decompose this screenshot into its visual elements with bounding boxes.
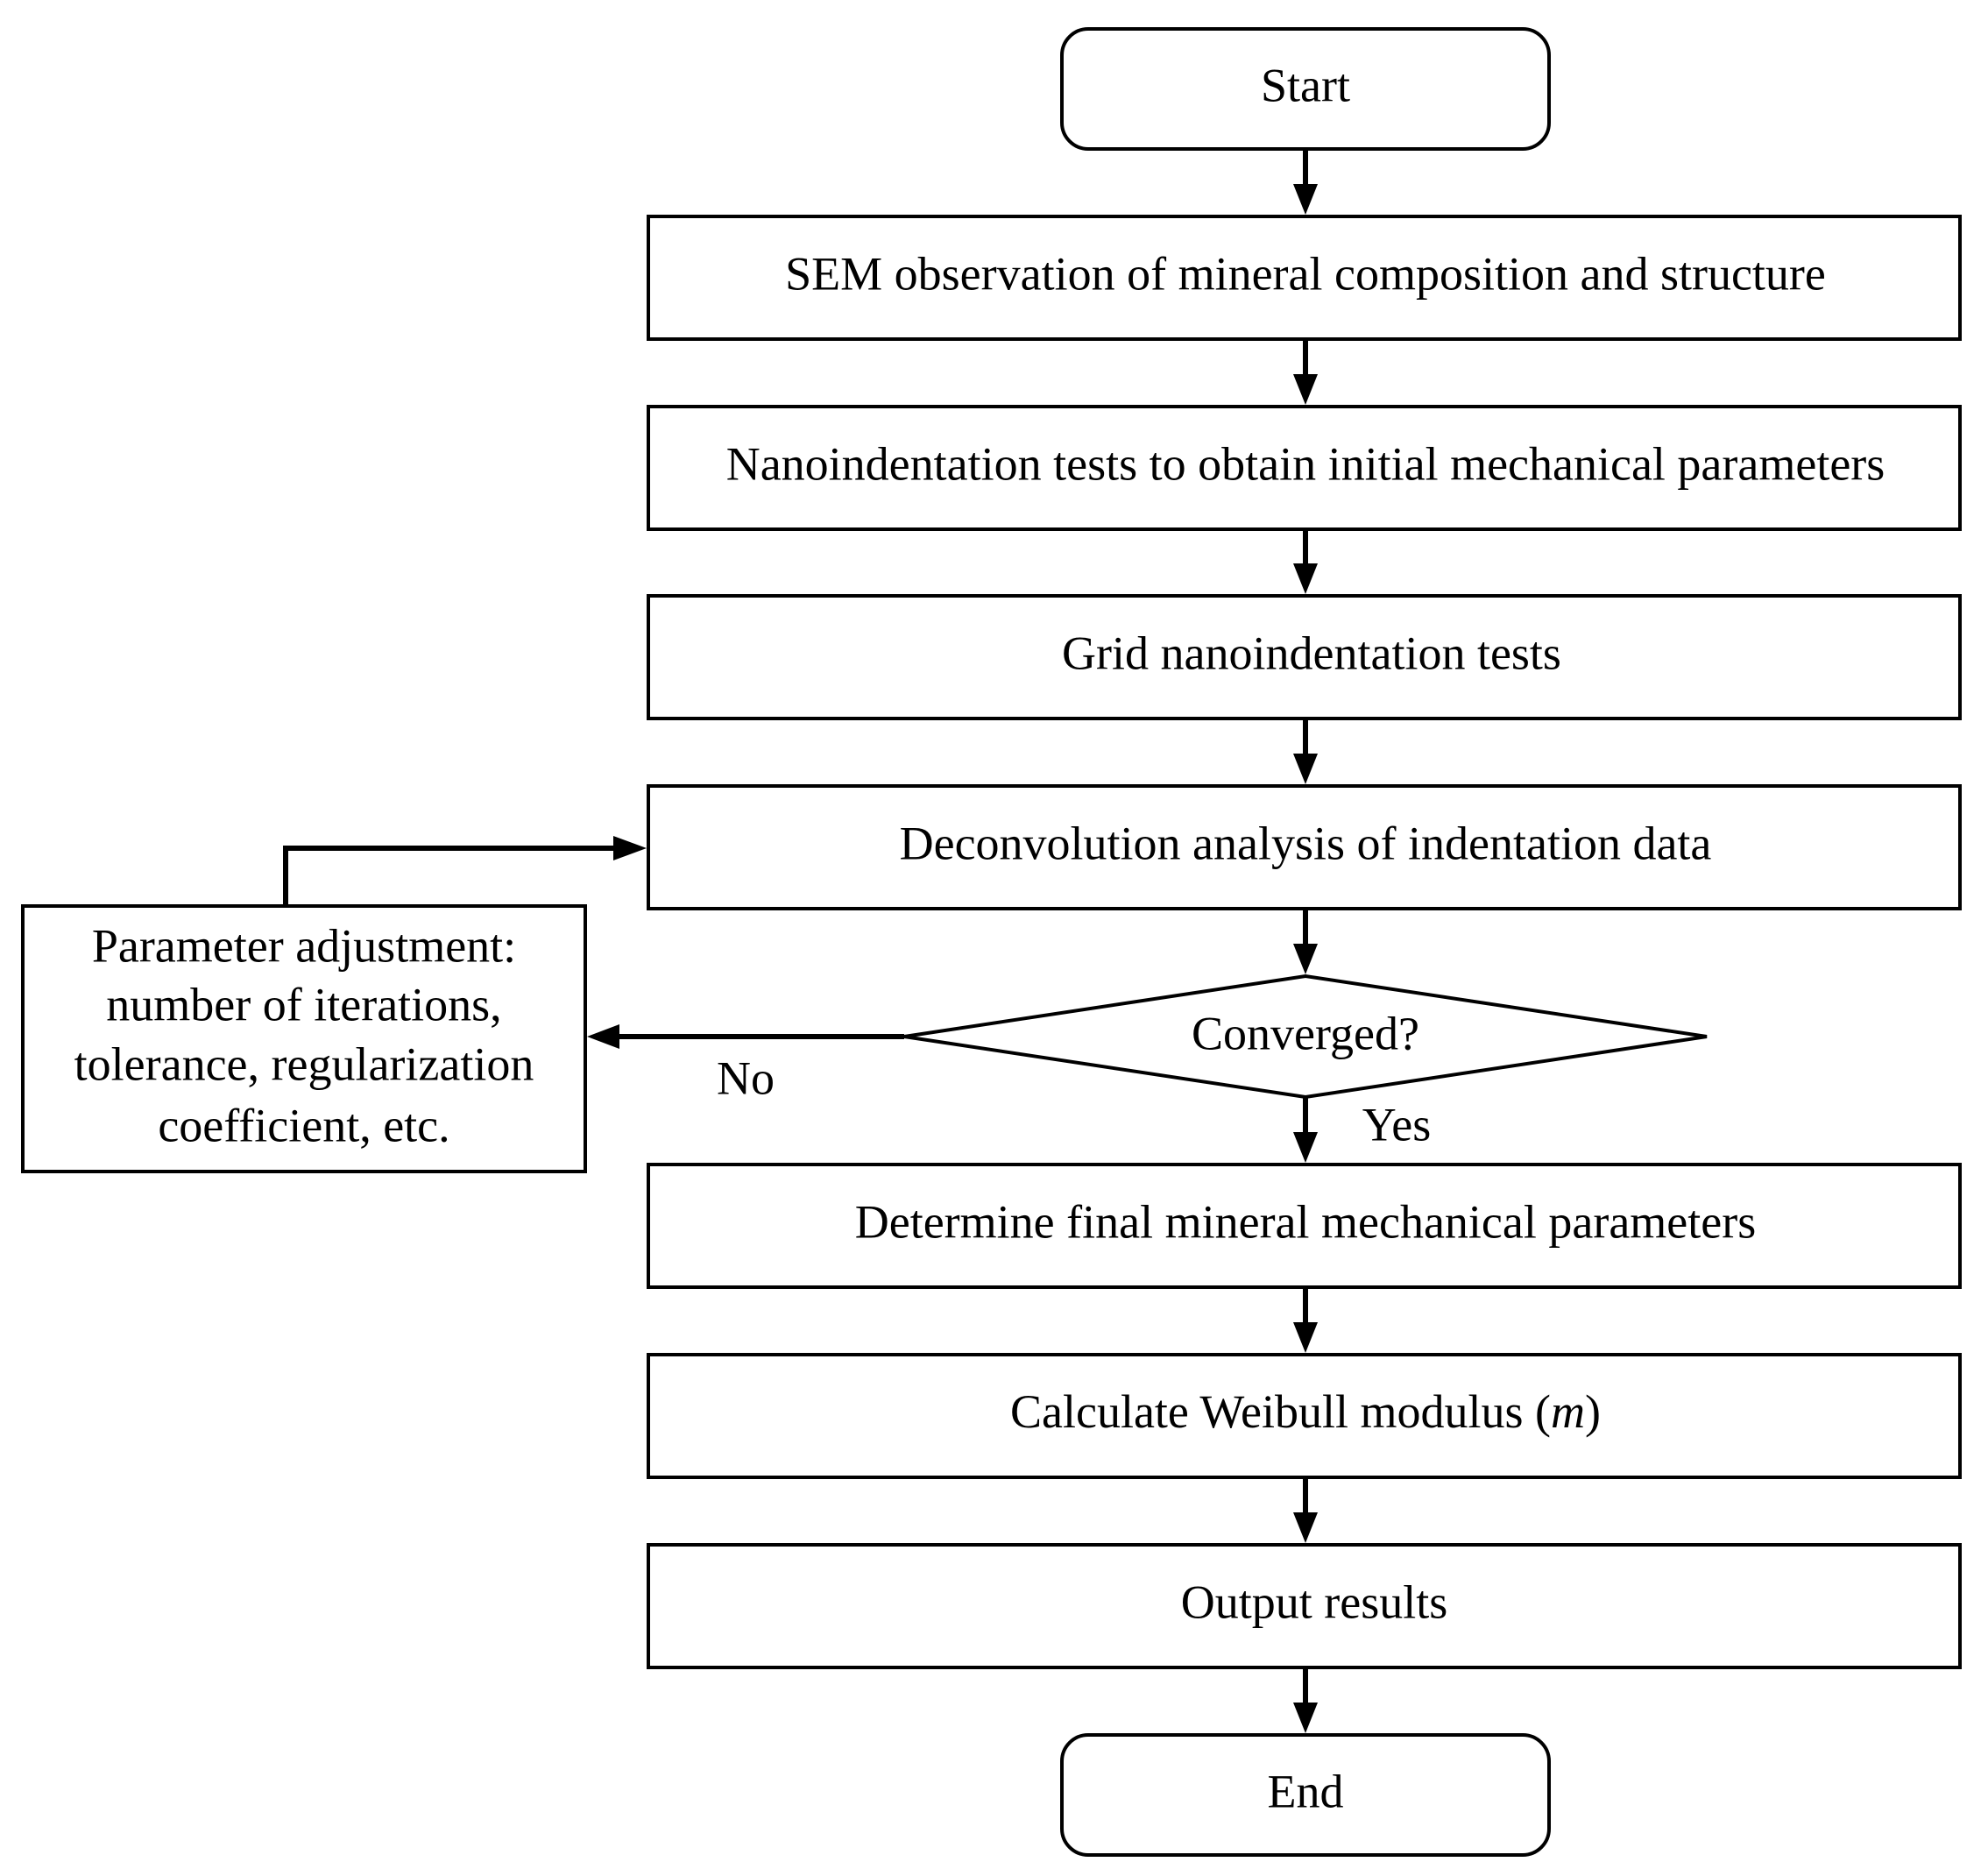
- end-label: End: [1268, 1765, 1344, 1817]
- weibull-label-prefix: Calculate Weibull modulus (: [1010, 1385, 1551, 1438]
- arrow-output-to-end: [1293, 1667, 1318, 1733]
- nanoindentation-tests-node: Nanoindentation tests to obtain initial …: [647, 405, 1962, 531]
- start-label: Start: [1261, 59, 1350, 111]
- arrow-nanoindentation-to-grid: [1293, 529, 1318, 594]
- end-node: End: [1060, 1733, 1551, 1857]
- final-parameters-node: Determine final mineral mechanical param…: [647, 1163, 1962, 1289]
- yes-branch-label: Yes: [1362, 1098, 1432, 1150]
- parameter-adjustment-line-2: number of iterations,: [106, 978, 501, 1030]
- start-node: Start: [1060, 27, 1551, 151]
- weibull-modulus-label: Calculate Weibull modulus (m): [1010, 1385, 1601, 1438]
- output-results-label: Output results: [1181, 1575, 1448, 1628]
- nanoindentation-tests-label: Nanoindentation tests to obtain initial …: [726, 437, 1885, 490]
- no-branch-label: No: [717, 1051, 775, 1104]
- converged-decision-label: Converged?: [1192, 1007, 1419, 1059]
- arrow-grid-to-deconvolution: [1293, 719, 1318, 784]
- parameter-adjustment-line-3: tolerance, regularization: [74, 1037, 534, 1090]
- arrow-sem-to-nanoindentation: [1293, 339, 1318, 405]
- deconvolution-analysis-node: Deconvolution analysis of indentation da…: [647, 784, 1962, 910]
- arrow-no-to-parameter-adjustment: [587, 1024, 904, 1049]
- sem-observation-node: SEM observation of mineral composition a…: [647, 215, 1962, 341]
- final-parameters-label: Determine final mineral mechanical param…: [855, 1195, 1756, 1248]
- weibull-symbol: m: [1551, 1385, 1585, 1438]
- arrow-final-to-weibull: [1293, 1287, 1318, 1353]
- arrow-start-to-sem: [1293, 149, 1318, 215]
- arrow-weibull-to-output: [1293, 1477, 1318, 1543]
- arrow-feedback-to-deconvolution: [283, 836, 647, 906]
- deconvolution-analysis-label: Deconvolution analysis of indentation da…: [900, 817, 1712, 869]
- weibull-modulus-node: Calculate Weibull modulus (m): [647, 1353, 1962, 1479]
- output-results-node: Output results: [647, 1543, 1962, 1669]
- parameter-adjustment-line-1: Parameter adjustment:: [92, 919, 516, 972]
- arrow-converged-to-final: [1293, 1097, 1318, 1163]
- converged-decision-node: Converged?: [903, 973, 1708, 1100]
- weibull-label-suffix: ): [1585, 1385, 1601, 1438]
- parameter-adjustment-line-4: coefficient, etc.: [158, 1099, 449, 1151]
- arrow-deconvolution-to-converged: [1293, 909, 1318, 974]
- parameter-adjustment-node: Parameter adjustment: number of iteratio…: [21, 904, 587, 1173]
- grid-nanoindentation-node: Grid nanoindentation tests: [647, 594, 1962, 720]
- sem-observation-label: SEM observation of mineral composition a…: [785, 247, 1826, 300]
- grid-nanoindentation-label: Grid nanoindentation tests: [1062, 627, 1561, 679]
